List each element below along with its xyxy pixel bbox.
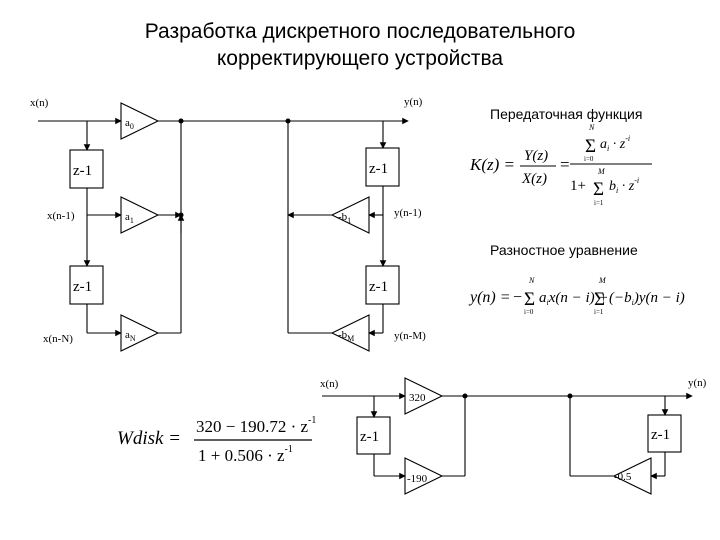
svg-text:K(z) =: K(z) =	[469, 155, 515, 174]
svg-text:M: M	[598, 276, 607, 285]
svg-text:Σ: Σ	[594, 289, 605, 310]
d2-output-label: y(n)	[688, 377, 707, 389]
formula-difference-equation: y(n) = − N Σ i=0 aix(n − i) + M Σ i=1 (−…	[468, 276, 685, 316]
gain-a1	[120, 196, 160, 234]
d1-y-delay1-label: y(n-1)	[394, 207, 422, 219]
d1-coef-aN: aN	[125, 329, 136, 343]
d1-delay-x1-label: z-1	[73, 163, 92, 179]
gain-b1	[330, 196, 370, 234]
d1-coef-bM: -bM	[338, 329, 354, 343]
d2-delay-y-label: z-1	[651, 427, 670, 443]
d1-coef-b1: -b1	[338, 211, 351, 225]
svg-text:i=0: i=0	[524, 308, 534, 316]
gain-bM	[330, 314, 370, 352]
d2-gain-320: 320	[409, 392, 426, 404]
svg-text:i=0: i=0	[584, 155, 594, 163]
tf-den-term: bi · z-i	[609, 176, 639, 195]
diff-term-2: (−bi)y(n − i)	[609, 290, 685, 307]
title-line-2: корректирующего устройства	[216, 47, 504, 70]
d2-gain-m05: -0.5	[614, 471, 632, 483]
d2-delay-x-label: z-1	[360, 429, 379, 445]
d1-delay-y1-label: z-1	[369, 161, 388, 177]
difference-equation-heading: Разностное уравнение	[490, 242, 638, 258]
gain-a0	[120, 102, 160, 140]
svg-text:Σ: Σ	[593, 179, 604, 200]
svg-text:=: =	[560, 155, 570, 174]
title-line-1: Разработка дискретного последовательного	[144, 20, 576, 43]
wdisk-numerator: 320 − 190.72 · z-1	[196, 415, 316, 436]
d1-output-label: y(n)	[404, 96, 423, 108]
d1-x-delayN-label: x(n-N)	[43, 333, 73, 345]
transfer-function-heading: Передаточная функция	[490, 106, 643, 122]
svg-text:N: N	[528, 276, 535, 285]
d1-y-delayM-label: y(n-M)	[394, 330, 426, 342]
d1-input-label: x(n)	[30, 97, 49, 109]
d1-delay-xN-label: z-1	[73, 279, 92, 295]
svg-text:y(n) =: y(n) =	[468, 289, 511, 306]
d1-coef-a0: a0	[125, 117, 134, 131]
gain-aN	[120, 314, 160, 352]
wdisk-denominator: 1 + 0.506 · z-1	[198, 444, 293, 465]
diff-term-1: aix(n − i) +	[539, 290, 609, 307]
tf-num-term: ai · z-i	[600, 134, 630, 153]
d2-gain-m190: -190	[407, 473, 428, 485]
svg-text:Σ: Σ	[524, 289, 535, 310]
gain-m05	[612, 457, 652, 495]
gain-320	[404, 377, 444, 415]
d2-input-label: x(n)	[320, 378, 339, 390]
svg-text:M: M	[597, 167, 606, 176]
svg-text:Σ: Σ	[585, 136, 596, 157]
svg-text:−: −	[513, 289, 522, 306]
svg-text:N: N	[588, 123, 595, 132]
d1-coef-a1: a1	[125, 211, 134, 225]
svg-text:X(z): X(z)	[521, 171, 547, 187]
d1-delay-yM-label: z-1	[369, 279, 388, 295]
formula-transfer-function: K(z) = Y(z) X(z) = N Σ i=0 ai · z-i 1+ M…	[469, 123, 652, 207]
svg-text:i=1: i=1	[594, 308, 604, 316]
diagram-wdisk	[322, 377, 693, 495]
formula-wdisk: Wdisk = 320 − 190.72 · z-1 1 + 0.506 · z…	[117, 415, 316, 465]
slide-title: Разработка дискретного последовательного…	[0, 18, 720, 72]
svg-text:Wdisk =: Wdisk =	[117, 428, 181, 449]
d1-x-delay1-label: x(n-1)	[47, 210, 75, 222]
svg-text:i=1: i=1	[594, 199, 604, 207]
diagram-direct-form	[38, 102, 409, 352]
svg-text:Y(z): Y(z)	[524, 148, 548, 164]
gain-m190	[404, 457, 444, 495]
svg-text:1+: 1+	[570, 178, 586, 194]
